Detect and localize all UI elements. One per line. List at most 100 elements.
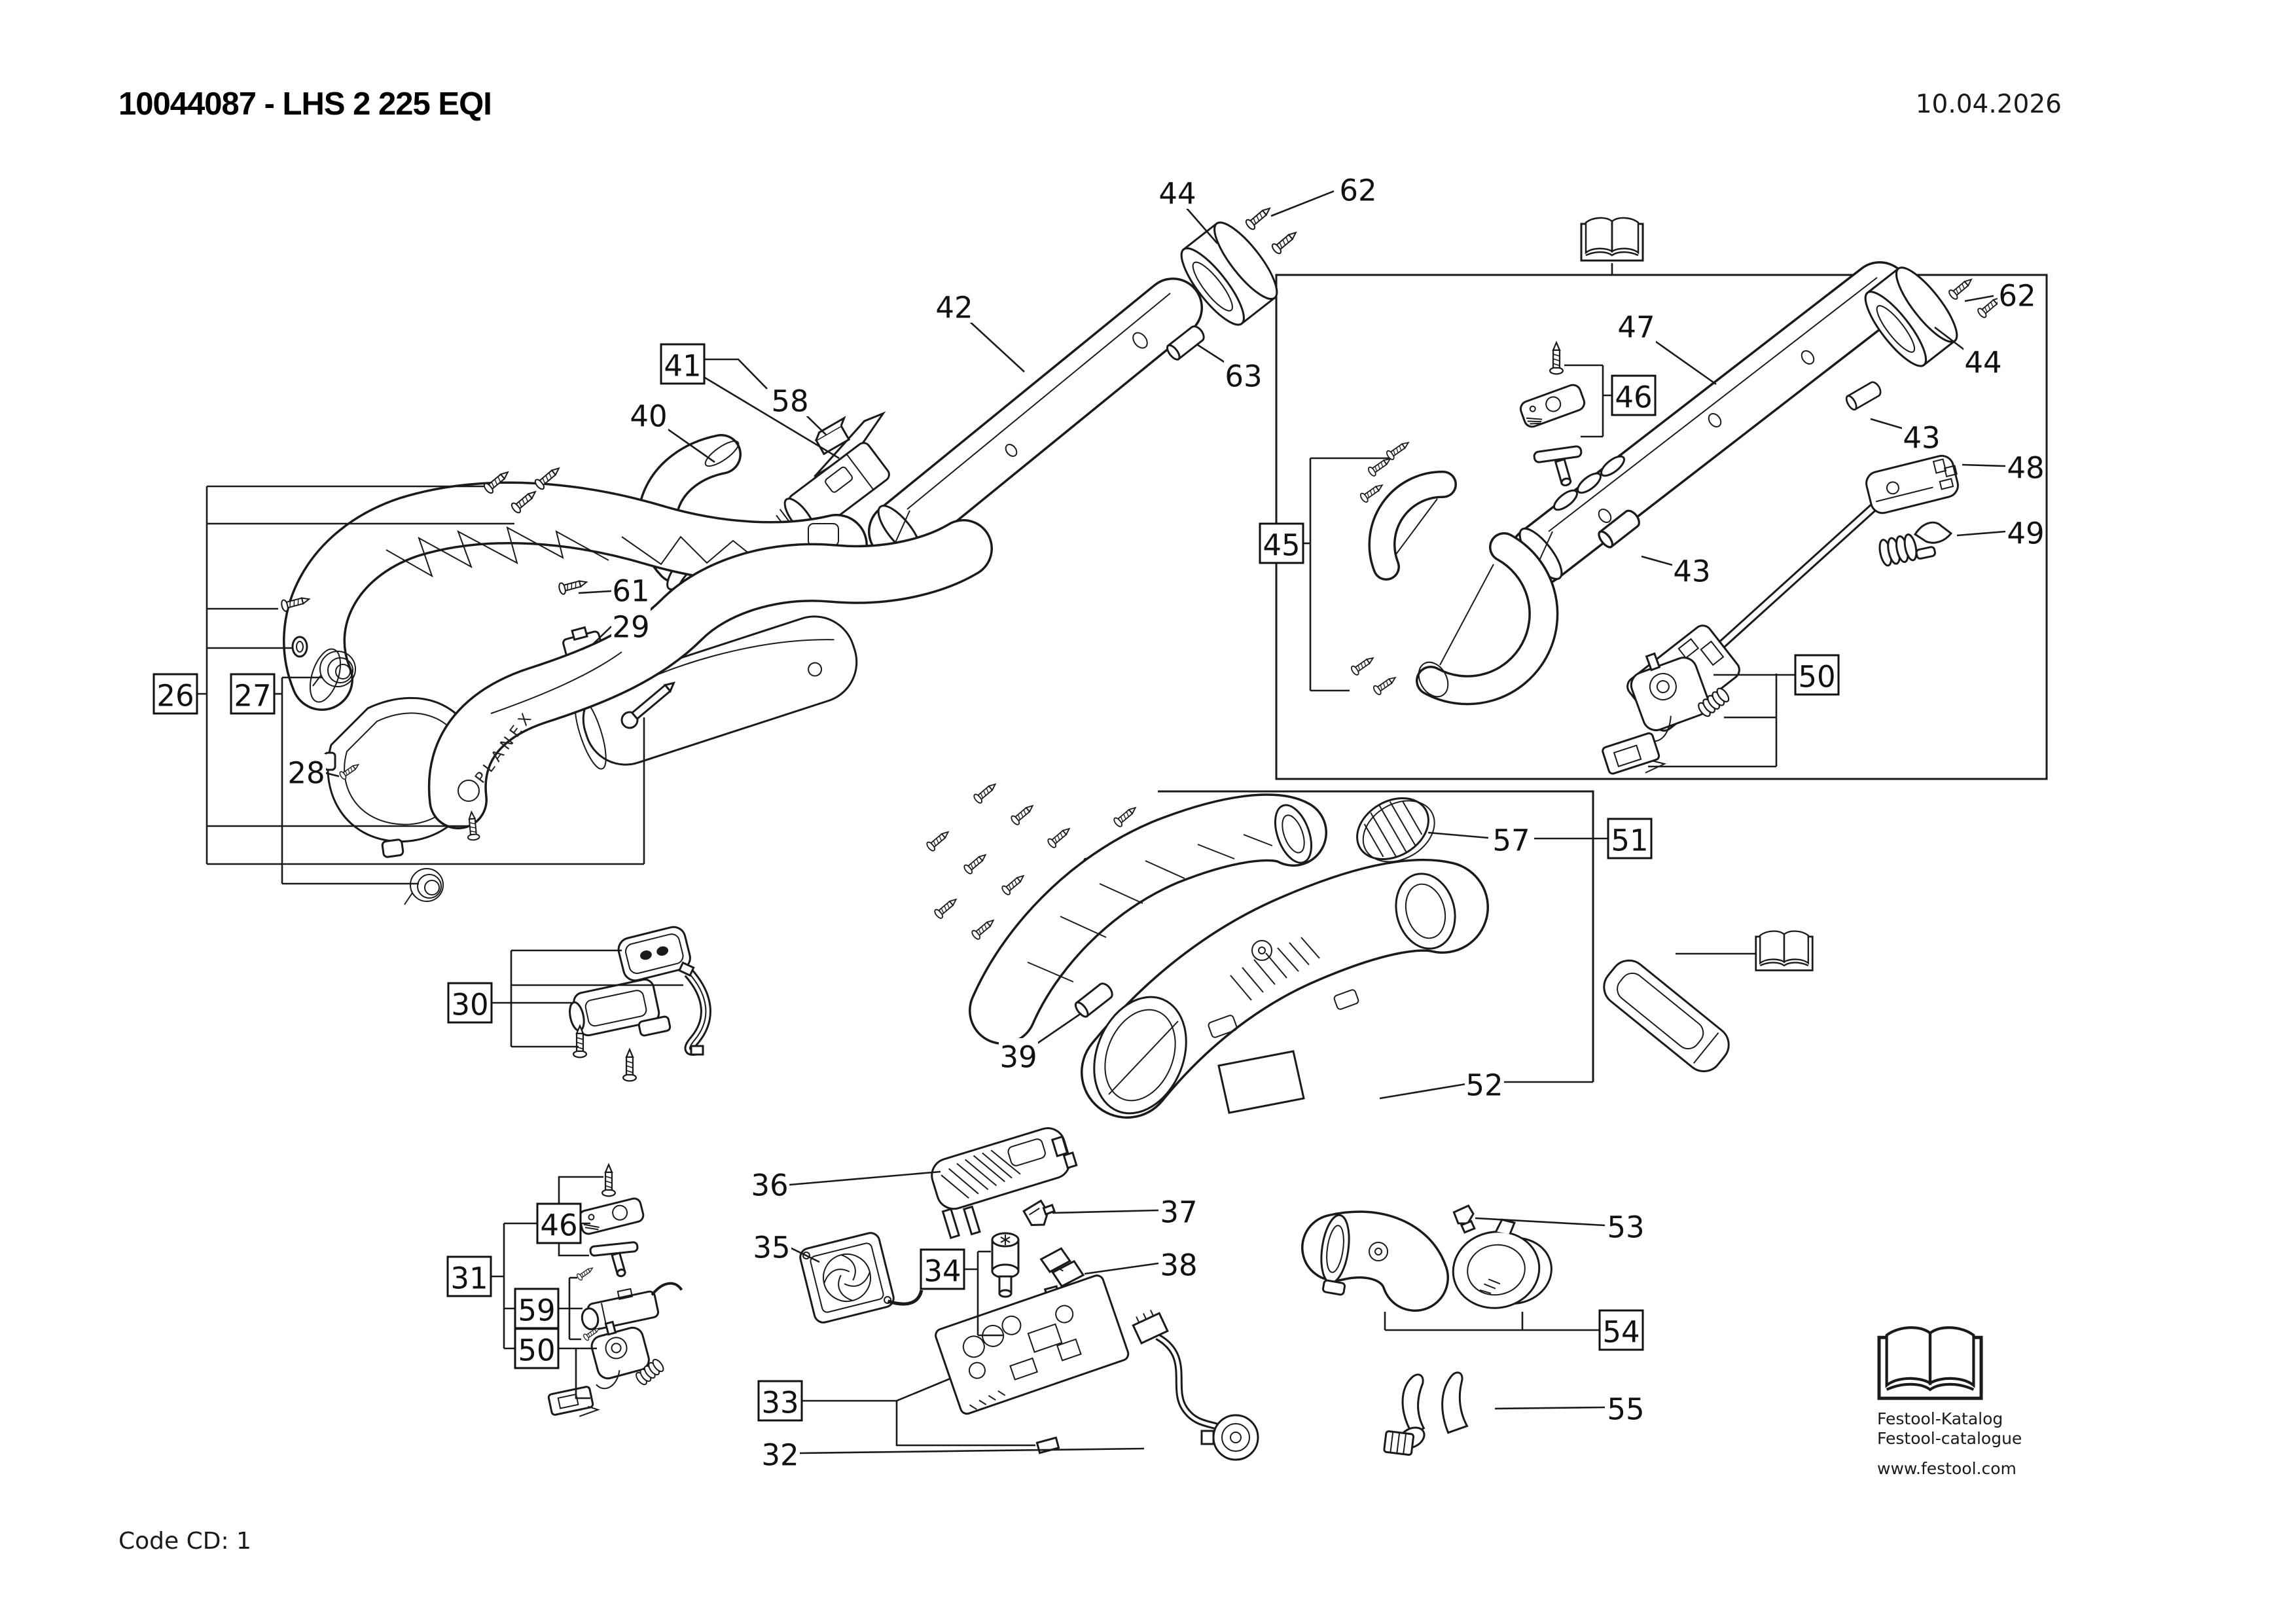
callout-label-48: 48 [2007,451,2044,486]
callout-53: 53 [1606,1208,1645,1245]
callout-37: 37 [1159,1193,1198,1230]
drawing-clamp-49 [1878,521,1953,567]
callout-bg-32 [761,1436,800,1470]
page-code: Code CD: 1 [118,1528,251,1555]
callout-51: 51 [1607,818,1653,859]
callout-27: 27 [230,673,276,715]
callout-box-50-right [1794,654,1840,696]
drawing-plate-50-left [547,1386,600,1417]
badge-line1: Festool-Katalog [1877,1409,2003,1428]
leader-line-57 [789,1246,820,1263]
callout-label-44-top: 44 [1158,177,1196,211]
callout-bg-61 [611,572,651,606]
callout-box-41 [660,343,706,385]
callout-label-38: 38 [1160,1248,1197,1283]
callout-bg-55 [1606,1390,1645,1424]
drawing-washer-26 [291,636,308,658]
callout-29: 29 [611,608,651,645]
callout-bg-43-upper [1902,419,1941,453]
callout-58: 58 [770,382,810,419]
leader-line-46 [1031,1012,1082,1049]
callout-44-top: 44 [1158,175,1197,211]
callout-box-45 [1259,522,1304,564]
callout-40: 40 [629,397,668,434]
callout-61: 61 [611,572,651,609]
leader-line-42 [592,626,612,645]
callout-label-26: 26 [156,679,194,713]
badge-url: www.festool.com [1877,1459,2017,1478]
drawing-plate-50-right [1602,732,1667,775]
callout-box-27 [230,673,276,715]
leader-line-41 [578,590,612,594]
leader-line-13 [1964,295,1994,302]
callout-label-58: 58 [771,384,808,419]
book-icon-0 [1580,217,1644,262]
callout-label-37: 37 [1160,1195,1197,1230]
leader-line-44 [1427,831,1489,839]
callout-label-33: 33 [761,1386,798,1420]
callout-box-46-left [536,1202,582,1244]
leader-line-14 [1934,326,1968,353]
callout-bg-57 [1492,821,1531,856]
leader-line-7 [662,424,715,463]
leader-line-8 [1649,336,1717,386]
callout-label-50-left: 50 [518,1333,555,1368]
leader-line-84 [1494,1406,1605,1410]
leader-lines [195,190,2006,1454]
callout-label-43-upper: 43 [1903,421,1940,456]
callout-label-53: 53 [1607,1210,1644,1245]
callout-33: 33 [757,1380,803,1422]
drawing-ribbon-cable-30 [677,961,711,1056]
drawing-clip-37 [1022,1199,1056,1227]
drawing-spring-27-upper [312,651,356,687]
callout-label-45: 45 [1263,528,1300,563]
leader-line-5 [702,358,768,389]
callout-label-41: 41 [664,349,701,384]
callout-bg-63 [1224,357,1263,391]
callout-box-26 [152,673,198,715]
drawing-tube-42 [868,278,1203,562]
drawing-latch-50-left [590,1320,650,1390]
drawing-screw-46-right [1549,342,1564,375]
drawing-button-pad-30 [617,926,691,982]
drawing-collar-44-top [1180,221,1278,326]
leader-line-77 [800,1377,951,1402]
leader-line-63 [558,1176,603,1206]
callout-bg-44-top [1158,175,1197,209]
leader-line-62 [1084,1262,1159,1275]
leader-line-3 [1197,344,1226,364]
drawing-cable-32 [1132,1309,1259,1461]
callout-bg-47 [1617,308,1656,342]
callout-label-54: 54 [1602,1315,1640,1350]
callout-bg-43-lower [1672,552,1712,586]
drawing-button-34 [991,1232,1020,1298]
drawing-shell-45-upper [1368,470,1457,581]
drawing-ring-54 [1452,1218,1552,1309]
callout-bg-42 [935,289,974,323]
drawing-pin-39 [1072,980,1116,1020]
callout-41: 41 [660,343,706,385]
callout-bg-58 [770,382,810,416]
callout-bg-38 [1159,1246,1198,1280]
callout-28: 28 [287,754,326,791]
drawing-fork-55 [1383,1371,1469,1456]
callout-44-right: 44 [1964,344,2003,380]
callout-label-46-right: 46 [1615,380,1652,415]
screw-62-top-b [1270,227,1300,256]
callout-bg-62-right [1998,277,2037,311]
leader-line-76 [575,1348,590,1399]
callout-label-44-right: 44 [1964,346,2001,380]
callout-label-40: 40 [630,399,667,434]
callout-46-left: 46 [536,1202,582,1244]
callout-48: 48 [2006,449,2045,486]
drawing-screw-46-left [601,1164,617,1197]
callout-47: 47 [1617,308,1656,345]
callout-label-55: 55 [1607,1392,1644,1427]
festool-catalogue-badge: Festool-Katalog Festool-catalogue www.fe… [1877,1409,2022,1478]
page-title: 10044087 - LHS 2 225 EQI [118,86,492,122]
leader-line-16 [1962,463,2006,467]
callout-label-62-right: 62 [1998,279,2036,314]
leader-line-1 [1270,190,1335,217]
leader-line-2 [966,318,1025,372]
badge-line2: Festool-catalogue [1877,1429,2022,1448]
